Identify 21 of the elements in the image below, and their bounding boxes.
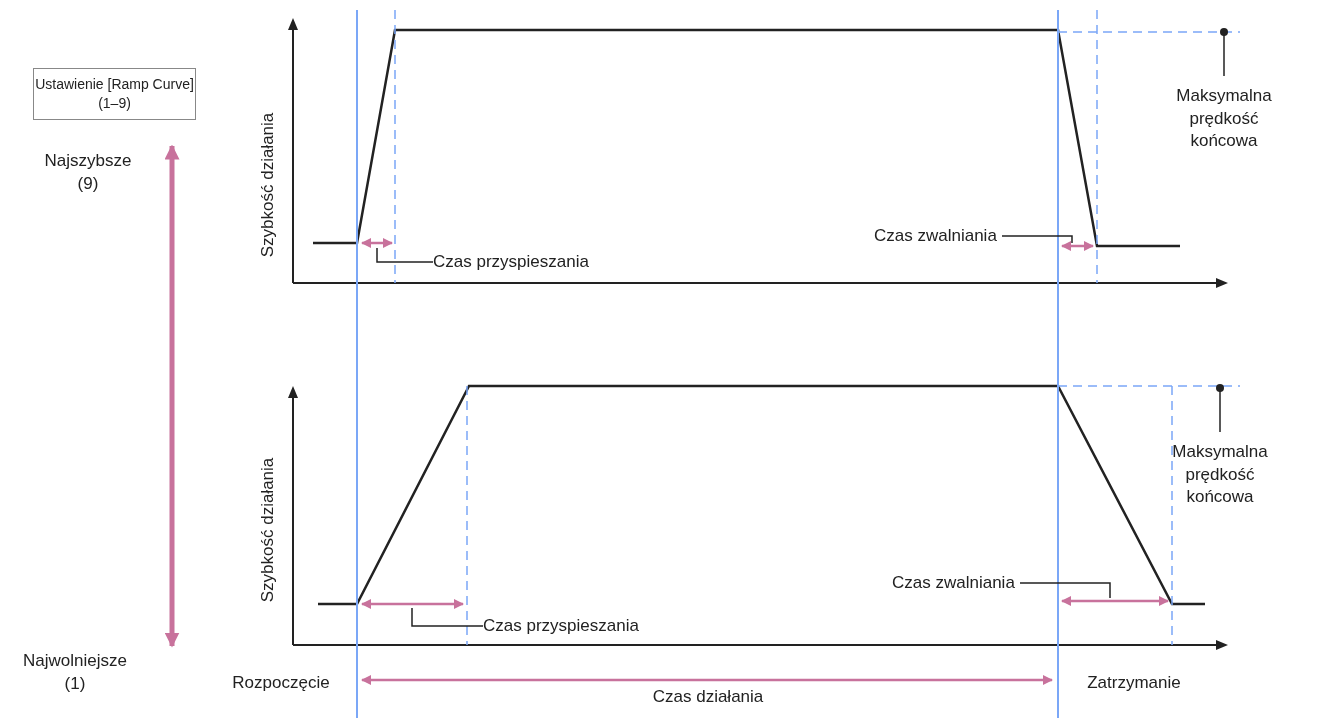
annotation-text: Najwolniejsze (1) xyxy=(20,646,172,700)
annotation-text: Czas przyspieszania xyxy=(483,614,653,638)
axis-label: Szybkość działania xyxy=(258,457,278,603)
time-label: Rozpoczęcie xyxy=(232,673,330,693)
double-arrow xyxy=(164,144,180,648)
leader-line xyxy=(411,607,484,627)
leader-line xyxy=(1019,582,1111,599)
annotation-text: Maksymalna prędkość końcowa xyxy=(1168,76,1280,162)
time-label: Czas działania xyxy=(652,687,764,707)
leader-line xyxy=(376,247,434,263)
axis-label: Szybkość działania xyxy=(258,112,278,258)
setting-box: Ustawienie [Ramp Curve] (1–9) xyxy=(33,68,196,120)
leader-line xyxy=(1216,384,1224,433)
annotation-text: Czas zwalniania xyxy=(874,224,1002,248)
leader-line xyxy=(1001,235,1073,244)
annotation-text: Czas przyspieszania xyxy=(433,250,603,274)
leader-line xyxy=(1220,28,1228,77)
annotation-text: Maksymalna prędkość końcowa xyxy=(1163,432,1277,518)
time-label: Zatrzymanie xyxy=(1087,673,1181,693)
annotation-text: Najszybsze (9) xyxy=(38,146,172,200)
annotation-text: Czas zwalniania xyxy=(892,571,1020,595)
